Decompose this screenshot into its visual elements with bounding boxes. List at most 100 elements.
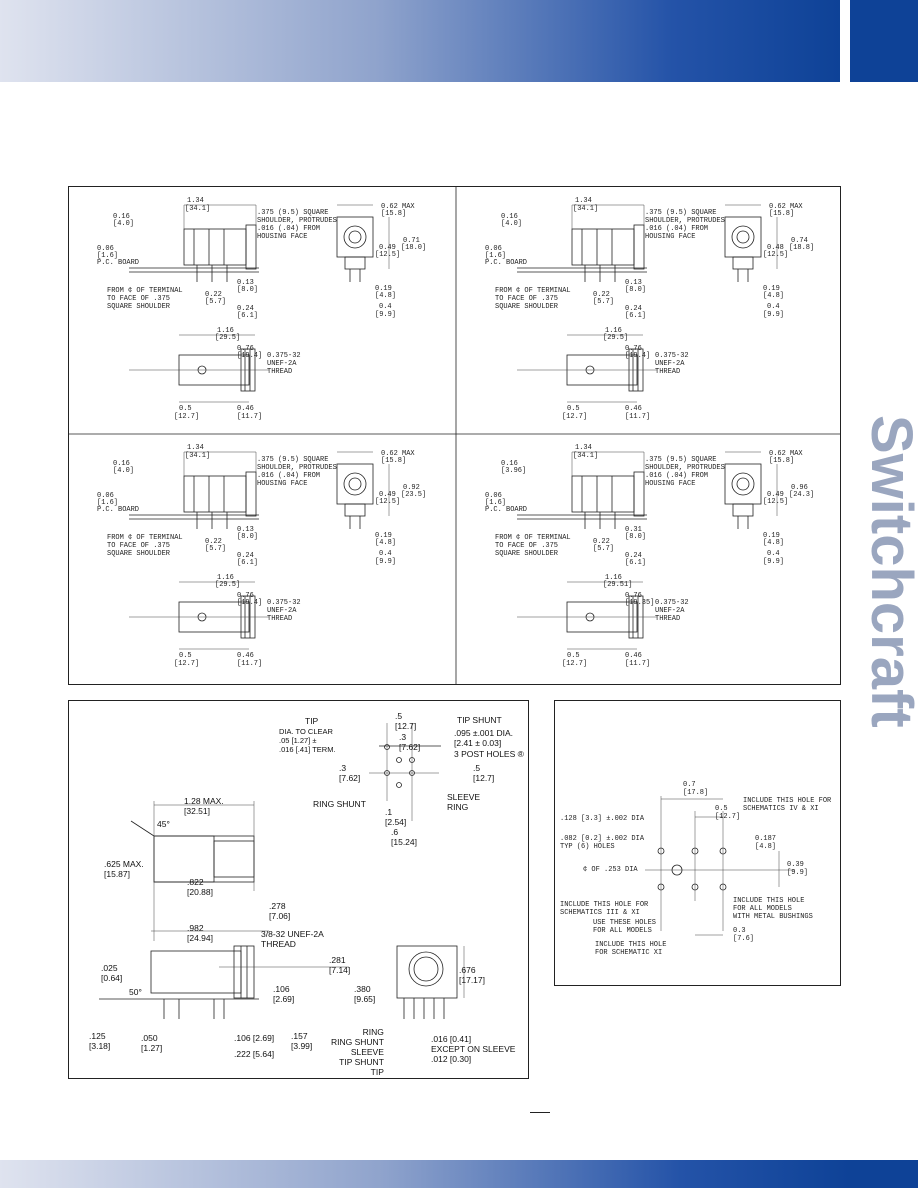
dim-d05-mm: [12.7]	[562, 413, 588, 421]
dim-d019: 0.19	[375, 285, 392, 293]
dim-d071: 0.92	[403, 484, 420, 492]
dim-d006-mm: [1.6]	[97, 499, 119, 507]
dim-d024: 0.24	[237, 552, 254, 560]
dim-d024-mm: [6.1]	[625, 312, 647, 320]
dim-0187: 0.187 [4.8]	[755, 835, 777, 851]
dim-d076-mm: [19.4]	[237, 599, 263, 607]
dim-d022: 0.22	[205, 291, 222, 299]
dimension-drawing-3: 1.34[34.1].375 (9.5) SQUARE SHOULDER, PR…	[69, 434, 454, 678]
dim-d04-mm: [9.9]	[763, 311, 785, 319]
dim-016-sleeve: .016 [0.41] EXCEPT ON SLEEVE .012 [0.30]	[431, 1034, 516, 1064]
dim-d062-mm: [15.8]	[381, 210, 407, 218]
dim-d019: 0.19	[763, 532, 780, 540]
brand-logo: Switchcraft	[858, 410, 918, 810]
dim-d05-mm: [12.7]	[174, 413, 200, 421]
dim-d062-mm: [15.8]	[381, 457, 407, 465]
dim-d062: 0.62 MAX	[769, 203, 803, 211]
dim-pcb: P.C. BOARD	[97, 259, 140, 267]
dim-d024-mm: [6.1]	[625, 559, 647, 567]
dim-d116-mm: [29.51]	[603, 581, 633, 589]
dim-d046-mm: [11.7]	[625, 413, 651, 421]
dim-d046: 0.46	[625, 652, 642, 660]
dim-d006-mm: [1.6]	[97, 252, 119, 260]
dim-128-dia: .128 [3.3] ±.002 DIA	[560, 815, 645, 823]
dim-982: .982 [24.94]	[187, 923, 213, 943]
tip-shunt-label: TIP SHUNT	[457, 715, 502, 725]
dim-d116: 1.16	[605, 327, 622, 335]
dimension-drawing-4: 1.34[34.1].375 (9.5) SQUARE SHOULDER, PR…	[457, 434, 842, 678]
dim-822: .822 [20.88]	[187, 877, 213, 897]
dim-07: 0.7 [17.8]	[683, 781, 709, 797]
dim-d046: 0.46	[237, 652, 254, 660]
dim-281: .281 [7.14]	[329, 955, 351, 975]
dim-d016-mm: [4.0]	[113, 220, 135, 228]
include-all: INCLUDE THIS HOLE FOR ALL MODELS WITH ME…	[733, 897, 813, 921]
dim-d05: 0.5	[567, 405, 580, 413]
dim-from-term: FROM ¢ OF TERMINAL TO FACE OF .375 SQUAR…	[107, 287, 183, 311]
dim-d013: 0.13	[237, 279, 254, 287]
dim-d062-mm: [15.8]	[769, 210, 795, 218]
dim-d046: 0.46	[625, 405, 642, 413]
dim-len: 1.34	[187, 444, 204, 452]
dim-3-center: .3 [7.62]	[399, 732, 421, 752]
brand-wordmark: Switchcraft	[859, 415, 918, 728]
dim-d022: 0.22	[205, 538, 222, 546]
dim-len-mm: [34.1]	[185, 452, 211, 460]
include-iii: INCLUDE THIS HOLE FOR SCHEMATICS III & X…	[560, 901, 649, 917]
dim-d076-mm: [19.4]	[625, 352, 651, 360]
dim-d05: 0.5	[567, 652, 580, 660]
dim-157: .157 [3.99]	[291, 1031, 313, 1051]
dim-d019-mm: [4.8]	[375, 292, 397, 300]
dim-d071: 0.74	[791, 237, 808, 245]
dim-d076: 0.76	[237, 345, 254, 353]
dim-d05-mm: [12.7]	[174, 660, 200, 668]
dim-shoulder: .375 (9.5) SQUARE SHOULDER, PROTRUDES .0…	[257, 209, 337, 241]
dim-d076-mm: [19.4]	[237, 352, 263, 360]
dim-d076: 0.76	[625, 345, 642, 353]
dim-d006-mm: [1.6]	[485, 499, 507, 507]
dim-thread: 0.375-32 UNEF-2A THREAD	[655, 352, 689, 376]
dim-278: .278 [7.06]	[269, 901, 291, 921]
dim-len: 1.34	[575, 444, 592, 452]
dim-125: .125 [3.18]	[89, 1031, 111, 1051]
dim-d024: 0.24	[625, 305, 642, 313]
dim-1: .1 [2.54]	[385, 807, 407, 827]
dim-05: 0.5 [12.7]	[715, 805, 741, 821]
drawing-linework-3	[129, 451, 390, 650]
dim-106b: .106 [2.69]	[234, 1033, 275, 1043]
dim-d046-mm: [11.7]	[237, 660, 263, 668]
dim-025: .025 [0.64]	[101, 963, 123, 983]
pcb-layout-drawing	[645, 796, 795, 936]
dim-d116: 1.16	[605, 574, 622, 582]
angle-45: 45°	[157, 819, 170, 829]
tip-label: TIP	[305, 716, 319, 726]
dim-5-right: .5 [12.7]	[473, 763, 495, 783]
dim-d04-mm: [9.9]	[375, 558, 397, 566]
ring-label: RING	[447, 802, 469, 812]
dim-from-term: FROM ¢ OF TERMINAL TO FACE OF .375 SQUAR…	[107, 534, 183, 558]
dim-d071-mm: [18.8]	[789, 244, 815, 252]
dim-pcb: P.C. BOARD	[485, 259, 528, 267]
dim-thread: 0.375-32 UNEF-2A THREAD	[267, 599, 301, 623]
footer-gradient-bar	[0, 1160, 850, 1188]
jack-drawing	[99, 723, 465, 1019]
dim-d062: 0.62 MAX	[381, 203, 415, 211]
dim-082-dia: .082 [0.2] ±.002 DIA TYP (6) HOLES	[560, 835, 645, 851]
dia-clear-label: DIA. TO CLEAR .05 [1.27] ± .016 [.41] TE…	[279, 727, 336, 754]
dim-d071-mm: [24.3]	[789, 491, 815, 499]
dim-03: 0.3 [7.6]	[733, 927, 755, 943]
footnote-rule	[530, 1112, 550, 1113]
dim-d071-mm: [18.0]	[401, 244, 427, 252]
dim-676: .676 [17.17]	[459, 965, 485, 985]
dim-d024: 0.24	[237, 305, 254, 313]
dim-d016: 0.16	[113, 213, 130, 221]
sleeve-label: SLEEVE	[447, 792, 481, 802]
dia-095-label: .095 ±.001 DIA. [2.41 ± 0.03]	[454, 728, 514, 748]
dim-from-term: FROM ¢ OF TERMINAL TO FACE OF .375 SQUAR…	[495, 287, 571, 311]
dim-d049-mm: [12.5]	[763, 498, 789, 506]
dim-d062: 0.62 MAX	[381, 450, 415, 458]
drawing-linework-2	[517, 204, 778, 403]
dim-222: .222 [5.64]	[234, 1049, 275, 1059]
dim-d049-mm: [12.5]	[375, 498, 401, 506]
dim-d006: 0.06	[485, 492, 502, 500]
